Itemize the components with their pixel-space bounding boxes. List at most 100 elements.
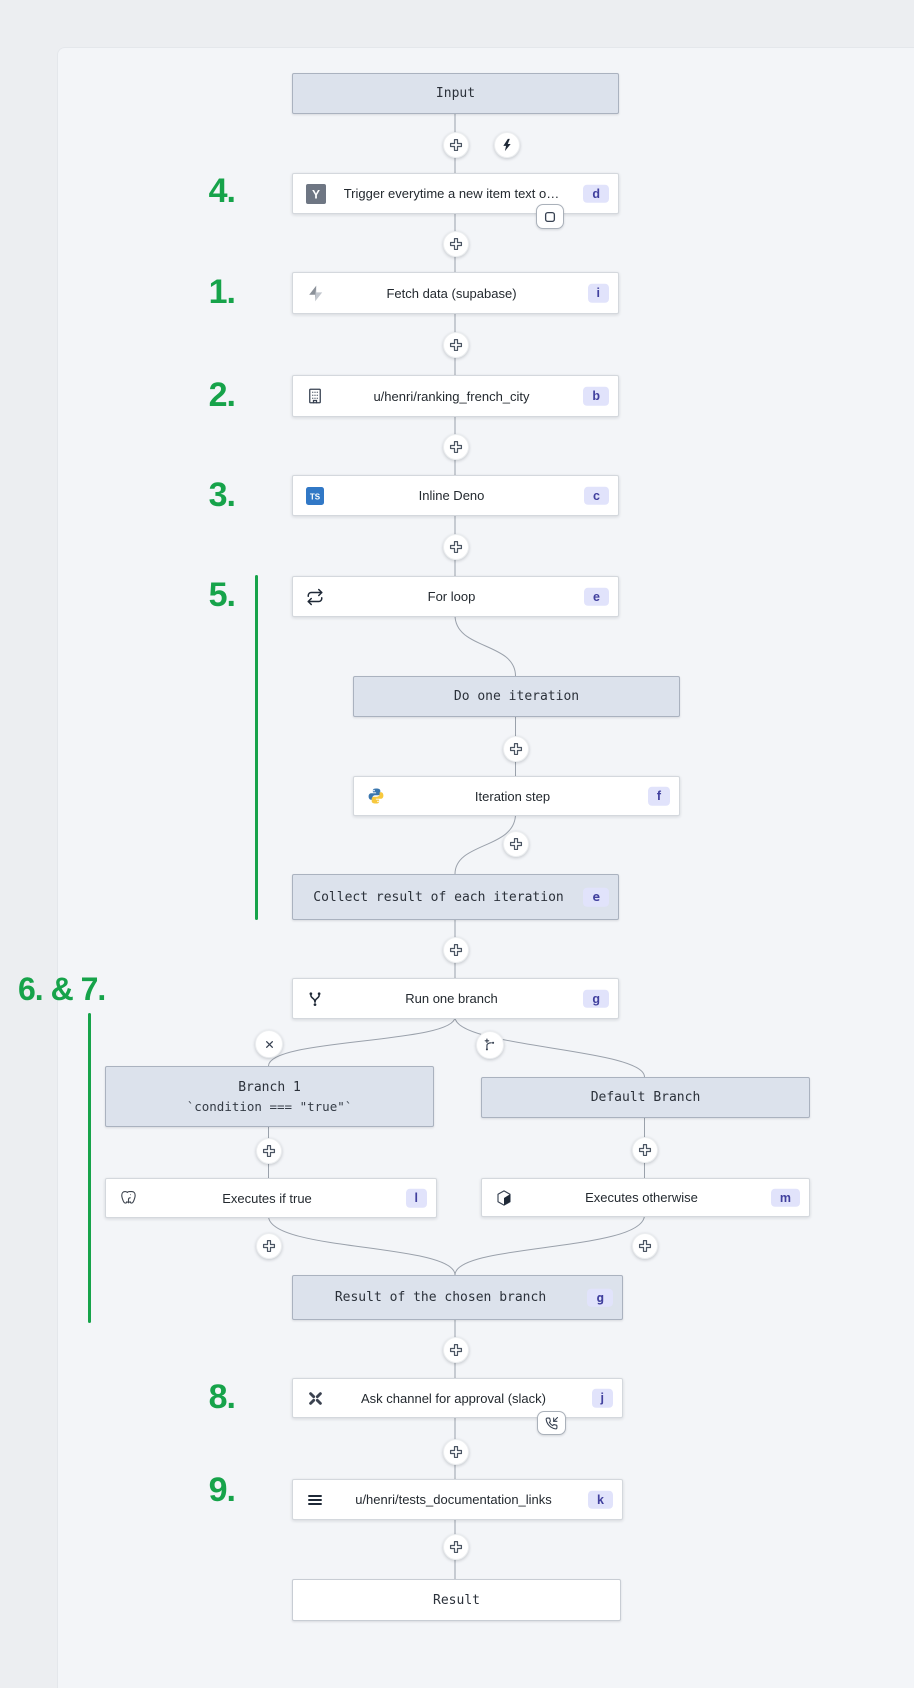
plus-icon: [262, 1144, 276, 1158]
add-step-button[interactable]: [632, 1137, 658, 1163]
add-step-button[interactable]: [443, 1337, 469, 1363]
result-box[interactable]: Result: [292, 1579, 621, 1621]
node-fetch-data[interactable]: Fetch data (supabase) i: [292, 272, 619, 314]
annotation-step-2: 2.: [208, 376, 236, 414]
annotation-step-5: 5.: [208, 576, 236, 614]
step-id-badge: l: [405, 1188, 427, 1208]
suspend-approval-indicator: [537, 1411, 566, 1435]
node-label: u/henri/tests_documentation_links: [355, 1492, 552, 1507]
node-tests-documentation-links[interactable]: u/henri/tests_documentation_links k: [292, 1479, 623, 1520]
python-icon: [367, 787, 385, 805]
slack-icon: [306, 1389, 325, 1408]
plus-icon: [449, 943, 463, 957]
add-step-button[interactable]: [443, 332, 469, 358]
step-id-badge: f: [647, 786, 670, 806]
input-box[interactable]: Input: [292, 73, 619, 114]
default-branch-box[interactable]: Default Branch: [481, 1077, 810, 1118]
add-step-button[interactable]: [443, 534, 469, 560]
add-step-button[interactable]: [443, 1439, 469, 1465]
node-for-loop[interactable]: For loop e: [292, 576, 619, 617]
annotation-step-1: 1.: [208, 273, 236, 311]
add-branch-button[interactable]: [476, 1031, 504, 1059]
chosen-branch-result-box[interactable]: Result of the chosen branch g: [292, 1275, 623, 1320]
step-id-badge: e: [584, 587, 609, 606]
node-iteration-step[interactable]: Iteration step f: [353, 776, 680, 816]
plus-icon: [638, 1143, 652, 1157]
menu-lines-icon: [306, 1491, 324, 1509]
stop-square-icon: [544, 211, 556, 222]
node-label: Executes otherwise: [585, 1190, 698, 1205]
annotation-step-4: 4.: [208, 172, 236, 210]
plus-icon: [449, 1445, 463, 1459]
hackernews-y-icon: Y: [306, 183, 326, 204]
step-id-badge: c: [584, 486, 609, 505]
branch1-condition: `condition === "true"`: [186, 1098, 353, 1114]
plus-icon: [509, 742, 523, 756]
postgresql-icon: [119, 1189, 138, 1208]
node-run-one-branch[interactable]: Run one branch g: [292, 978, 619, 1019]
add-step-button[interactable]: [443, 434, 469, 460]
step-id-badge: i: [587, 283, 609, 303]
node-ranking-french-city[interactable]: u/henri/ranking_french_city b: [292, 375, 619, 417]
node-label: Inline Deno: [418, 488, 485, 503]
phone-incoming-icon: [545, 1416, 558, 1429]
chosen-branch-result-label: Result of the chosen branch: [334, 1290, 547, 1305]
plus-icon: [449, 1343, 463, 1357]
node-label: Executes if true: [222, 1190, 312, 1206]
plus-icon: [449, 440, 463, 454]
repeat-icon: [306, 588, 324, 606]
plus-icon: [262, 1239, 276, 1253]
node-inline-deno[interactable]: TS Inline Deno c: [292, 475, 619, 516]
node-label: Run one branch: [405, 991, 498, 1006]
collect-result-label: Collect result of each iteration: [313, 889, 564, 905]
lightning-icon: [503, 138, 511, 152]
close-icon: [265, 1040, 273, 1048]
plus-icon: [509, 837, 523, 851]
typescript-icon: TS: [306, 486, 324, 505]
trigger-bolt-button[interactable]: [494, 132, 520, 158]
annotation-step-8: 8.: [208, 1378, 236, 1416]
branch1-title: Branch 1: [238, 1079, 301, 1095]
branch-icon: [306, 990, 324, 1008]
node-label: u/henri/ranking_french_city: [373, 388, 530, 404]
step-id-badge: j: [591, 1388, 613, 1408]
add-step-button[interactable]: [443, 937, 469, 963]
node-executes-otherwise[interactable]: Executes otherwise m: [481, 1178, 810, 1217]
branch1-box[interactable]: Branch 1 `condition === "true"`: [105, 1066, 434, 1127]
cube-icon: [495, 1189, 513, 1207]
add-step-button[interactable]: [256, 1233, 282, 1259]
add-step-button[interactable]: [503, 736, 529, 762]
node-label: Fetch data (supabase): [386, 285, 517, 301]
node-label: Trigger everytime a new item text o…: [343, 186, 560, 201]
annotation-step-6-7: 6. & 7.: [18, 971, 106, 1007]
input-box-label: Input: [435, 86, 476, 101]
plus-icon: [449, 237, 463, 251]
plus-icon: [449, 540, 463, 554]
early-stop-indicator: [536, 204, 564, 229]
node-executes-if-true[interactable]: Executes if true l: [105, 1178, 437, 1218]
collect-result-box[interactable]: Collect result of each iteration e: [292, 874, 619, 920]
do-one-iteration-box[interactable]: Do one iteration: [353, 676, 680, 717]
node-ask-approval[interactable]: Ask channel for approval (slack) j: [292, 1378, 623, 1418]
add-step-button[interactable]: [632, 1233, 658, 1259]
plus-icon: [449, 338, 463, 352]
step-id-badge: e: [583, 887, 609, 907]
result-box-label: Result: [433, 1592, 480, 1608]
add-step-button[interactable]: [443, 231, 469, 257]
svg-text:TS: TS: [310, 492, 321, 501]
node-trigger[interactable]: Y Trigger everytime a new item text o… d: [292, 173, 619, 214]
building-icon: [306, 387, 324, 405]
node-label: Ask channel for approval (slack): [361, 1390, 546, 1406]
add-step-button[interactable]: [503, 831, 529, 857]
add-step-button[interactable]: [443, 132, 469, 158]
plus-icon: [449, 138, 463, 152]
add-step-button[interactable]: [443, 1534, 469, 1560]
add-step-button[interactable]: [256, 1138, 282, 1164]
remove-branch-button[interactable]: [255, 1030, 283, 1058]
annotation-bracket-loop: [255, 575, 258, 920]
step-id-badge: g: [583, 989, 609, 1008]
default-branch-label: Default Branch: [590, 1090, 701, 1105]
step-id-badge: b: [583, 386, 609, 406]
plus-icon: [638, 1239, 652, 1253]
